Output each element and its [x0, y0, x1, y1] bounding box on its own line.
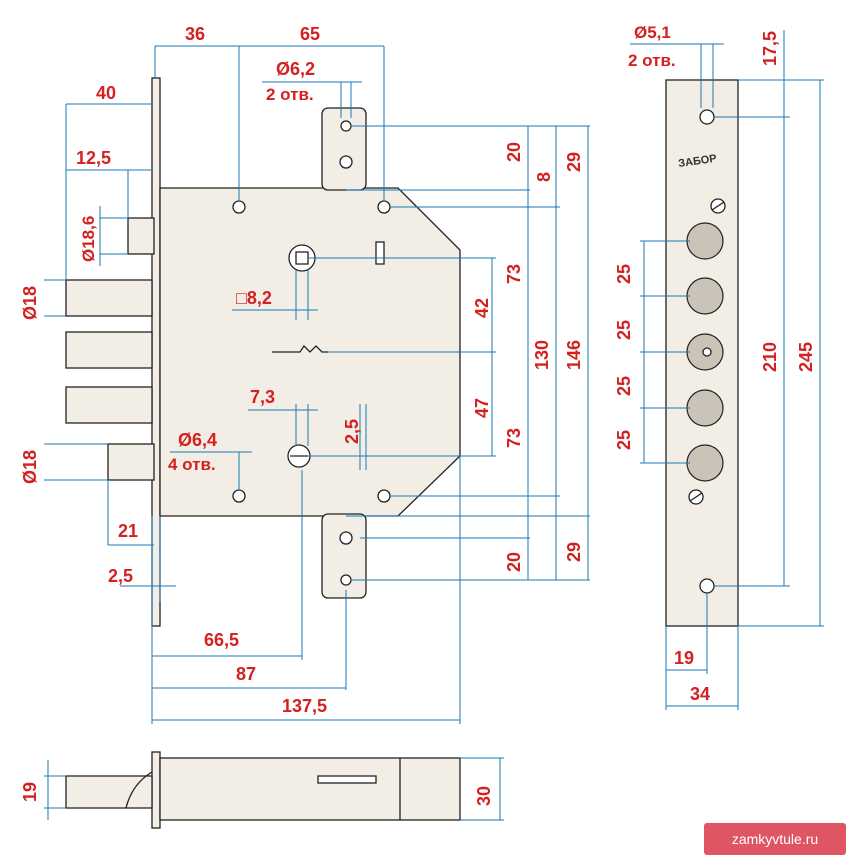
- side-slot: [317, 775, 377, 784]
- dim-20-top: 20: [504, 142, 524, 162]
- dim-12-5: 12,5: [76, 148, 111, 168]
- dim-spacing-1: 25: [614, 264, 634, 284]
- side-dimension-lines: [44, 757, 504, 821]
- bolt-head-4: [686, 444, 724, 482]
- dim-17-5: 17,5: [760, 31, 780, 66]
- dim-146: 146: [564, 340, 584, 370]
- side-view: [65, 751, 461, 829]
- dim-19-faceplate: 19: [674, 648, 694, 668]
- dim-66-5: 66,5: [204, 630, 239, 650]
- bottom-latch-bracket: [321, 513, 367, 599]
- mount-hole-top-right: [377, 200, 391, 214]
- bolt-head-1: [686, 222, 724, 260]
- bolt-head-2: [686, 277, 724, 315]
- dim-30: 30: [474, 786, 494, 806]
- faceplate-top-hole: [699, 109, 715, 125]
- keyhole-profile: [272, 344, 328, 353]
- dim-42: 42: [472, 298, 492, 318]
- dim-87: 87: [236, 664, 256, 684]
- dim-34: 34: [690, 684, 710, 704]
- side-faceplate: [151, 751, 161, 829]
- dim-dia-6-4: Ø6,4: [178, 430, 217, 450]
- top-bracket-hole: [340, 120, 352, 132]
- mount-hole-top-left: [232, 200, 246, 214]
- spindle-square: [295, 251, 309, 265]
- dim-dia-18-6: Ø18,6: [79, 216, 98, 262]
- dim-20-bottom: 20: [504, 552, 524, 572]
- mount-hole-bottom-left: [232, 489, 246, 503]
- deadbolt-4: [107, 443, 155, 481]
- dim-137-5: 137,5: [282, 696, 327, 716]
- dim-29-bottom: 29: [564, 542, 584, 562]
- dim-spacing-2: 25: [614, 320, 634, 340]
- deadbolt-2: [65, 331, 153, 369]
- dim-73-bottom: 73: [504, 428, 524, 448]
- side-body: [159, 757, 461, 821]
- dim-19-side: 19: [20, 782, 40, 802]
- faceplate-bottom-hole: [699, 578, 715, 594]
- latch-bolt: [127, 217, 155, 255]
- dim-hole-count-top: 2 отв.: [266, 85, 314, 104]
- dim-spacing-3: 25: [614, 376, 634, 396]
- mount-hole-bottom-right: [377, 489, 391, 503]
- dim-130: 130: [532, 340, 552, 370]
- body-slot: [375, 241, 385, 265]
- side-bolt: [65, 775, 153, 809]
- deadbolt-1: [65, 279, 153, 317]
- logo-text: ЗАБОР: [678, 153, 718, 170]
- dim-65: 65: [300, 24, 320, 44]
- dim-hole-6-2: Ø6,2: [276, 59, 315, 79]
- dim-mount-count: 4 отв.: [168, 455, 216, 474]
- dim-29-top: 29: [564, 152, 584, 172]
- dim-36: 36: [185, 24, 205, 44]
- front-dimension-lines: [44, 45, 590, 724]
- dimension-labels: 36 65 Ø6,2 2 отв. 40 12,5 Ø18,6 Ø18 Ø18 …: [20, 23, 816, 806]
- faceplate-view: ЗАБОР: [665, 79, 739, 627]
- bolt-head-3: [686, 389, 724, 427]
- deadbolt-3: [65, 386, 153, 424]
- top-bracket-slot: [339, 155, 353, 169]
- dim-spacing-4: 25: [614, 430, 634, 450]
- dim-40: 40: [96, 83, 116, 103]
- dim-8: 8: [534, 172, 554, 182]
- dim-faceplate-hole-count: 2 отв.: [628, 51, 676, 70]
- front-faceplate-strip: [151, 77, 161, 627]
- bottom-bracket-hole: [340, 574, 352, 586]
- dim-73-top: 73: [504, 264, 524, 284]
- bottom-bracket-slot: [339, 531, 353, 545]
- front-view: [65, 77, 461, 627]
- dim-dia-5-1: Ø5,1: [634, 23, 671, 42]
- dim-dia-18-b: Ø18: [20, 450, 40, 484]
- dim-2-5-left: 2,5: [108, 566, 133, 586]
- dim-47: 47: [472, 398, 492, 418]
- top-latch-bracket: [321, 107, 367, 191]
- dim-dia-18-a: Ø18: [20, 286, 40, 320]
- faceplate-dimension-lines: [630, 30, 824, 710]
- dim-2-5-inner: 2,5: [342, 419, 362, 444]
- dim-210: 210: [760, 342, 780, 372]
- dim-21: 21: [118, 521, 138, 541]
- dim-245: 245: [796, 342, 816, 372]
- watermark-badge: zamkyvtule.ru: [704, 823, 846, 855]
- side-latch-curve: [125, 771, 153, 809]
- dim-7-3: 7,3: [250, 387, 275, 407]
- dim-square-8-2: □8,2: [236, 288, 272, 308]
